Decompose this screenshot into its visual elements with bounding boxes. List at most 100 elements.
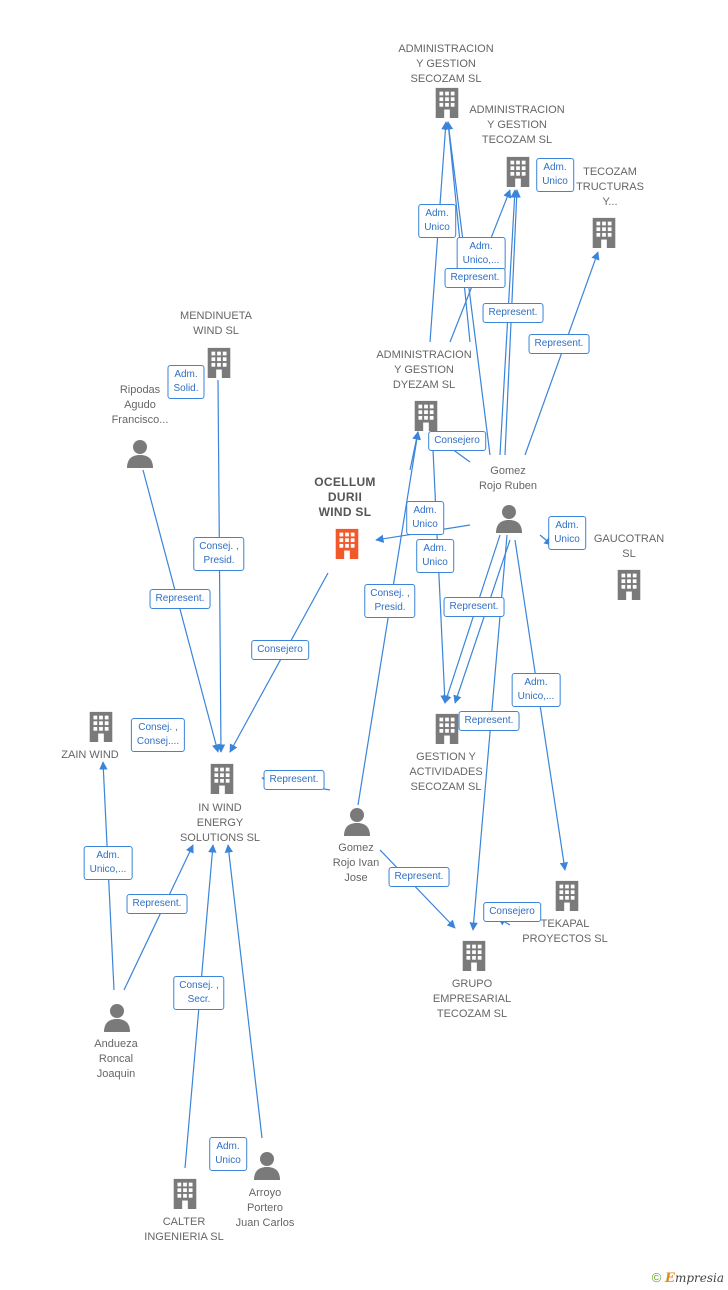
brand-initial: E [665, 1271, 675, 1286]
building-icon-ocellum[interactable] [335, 528, 359, 559]
node-label-line: Ripodas [119, 384, 161, 396]
relation-label-r15[interactable]: Represent. [443, 597, 505, 617]
relation-label-line: Unico [412, 519, 438, 530]
relation-label-r26[interactable]: Adm.Unico [209, 1137, 247, 1171]
relation-label-r11[interactable]: Adm.Unico [416, 539, 454, 573]
relation-label-r13[interactable]: Consej. , Presid. [364, 584, 416, 618]
relation-label-line: Represent. [394, 871, 444, 882]
building-icon-gestion-secozam[interactable] [435, 713, 459, 744]
building-icon-admin-tecozam[interactable] [506, 156, 530, 187]
relation-label-r18[interactable]: Consej. ,Consej.... [130, 718, 186, 752]
relation-label-r22[interactable]: Represent. [126, 894, 188, 914]
relation-edge [229, 572, 329, 753]
relation-label-r24[interactable]: Consejero [483, 902, 541, 922]
node-label-line: Roncal [98, 1053, 134, 1065]
building-icon-gaucotran[interactable] [617, 569, 641, 600]
relation-label-r4[interactable]: Represent. [444, 268, 506, 288]
relation-label-line: Adm. [543, 162, 567, 173]
relation-label-r7[interactable]: Adm.Solid. [167, 365, 205, 399]
relation-label-r17[interactable]: Adm.Unico,... [511, 673, 561, 707]
building-icon-grupo-tecozam[interactable] [462, 940, 486, 971]
node-label-line: GESTION Y [416, 751, 476, 763]
building-icon-in-wind[interactable] [210, 763, 234, 794]
relation-label-r2[interactable]: Adm.Unico [536, 158, 574, 192]
node-label-zain-wind[interactable]: ZAIN WIND [61, 748, 118, 763]
relation-label-r21[interactable]: Adm. Unico,... [83, 846, 133, 880]
node-label-line: ADMINISTRACION [398, 43, 494, 55]
relation-label-line: Presid. [374, 602, 406, 613]
relation-label-r20[interactable]: Represent. [263, 770, 325, 790]
relation-label-line: Represent. [534, 338, 584, 349]
relation-label-line: Presid. [203, 555, 235, 566]
node-label-line: INGENIERIA SL [144, 1231, 224, 1243]
relation-label-r5[interactable]: Represent. [482, 303, 544, 323]
node-label-line: DURII [327, 490, 363, 504]
building-icon-tecozam-estructuras[interactable] [592, 217, 616, 248]
building-icon-calter[interactable] [173, 1178, 197, 1209]
node-label-line: SECOZAM SL [410, 73, 482, 85]
relation-label-r3[interactable]: Adm.Unico,... [456, 237, 506, 271]
person-icon-gomez-ruben[interactable] [496, 505, 522, 533]
relation-label-r14[interactable]: Represent. [149, 589, 211, 609]
relation-label-line: Solid. [173, 383, 199, 394]
relation-label-r1[interactable]: Adm.Unico [418, 204, 456, 238]
node-label-line: Portero [246, 1202, 284, 1214]
building-icon-admin-dyezam[interactable] [414, 400, 438, 431]
node-label-line: MENDINUETA [180, 310, 252, 322]
relation-label-r6[interactable]: Represent. [528, 334, 590, 354]
relation-label-r12[interactable]: Consej. ,Presid. [193, 537, 245, 571]
node-label-line: TECOZAM SL [481, 134, 553, 146]
node-label-line: Rojo Ivan [332, 857, 380, 869]
person-icon-arroyo[interactable] [254, 1152, 280, 1180]
node-label-line: GAUCOTRAN [593, 533, 665, 545]
building-icon-admin-secozam[interactable] [435, 87, 459, 118]
relation-label-r25[interactable]: Consej. ,Secr. [173, 976, 225, 1010]
building-icon-tekapal[interactable] [555, 880, 579, 911]
person-icon-ripodas[interactable] [127, 440, 153, 468]
relation-label-line: Unico,... [89, 864, 127, 875]
relation-label-r10[interactable]: Adm.Unico [548, 516, 586, 550]
node-label-line: Gomez [338, 842, 374, 854]
node-label-line: Arroyo [248, 1187, 282, 1199]
relation-label-line: Consejero [434, 435, 480, 446]
relation-edge [123, 844, 194, 991]
relation-label-r9[interactable]: Adm.Unico [406, 501, 444, 535]
person-icon-gomez-ivan[interactable] [344, 808, 370, 836]
relation-label-line: Unico,... [517, 691, 555, 702]
node-label-line: ZAIN WIND [61, 749, 119, 761]
relation-label-r16[interactable]: Consejero [251, 640, 309, 660]
building-icon-mendinueta[interactable] [207, 347, 231, 378]
node-label-line: Rojo Ruben [478, 480, 538, 492]
relation-label-line: Adm. [96, 850, 120, 861]
relation-edge [432, 449, 449, 704]
relation-label-r8[interactable]: Consejero [428, 431, 486, 451]
relation-label-r19[interactable]: Represent. [458, 711, 520, 731]
relation-label-line: Unico [422, 557, 448, 568]
node-label-line: OCELLUM [314, 475, 376, 489]
person-icon-andueza[interactable] [104, 1004, 130, 1032]
building-icon-zain-wind[interactable] [89, 711, 113, 742]
icons-layer [89, 87, 641, 1209]
relation-label-line: Unico [215, 1155, 241, 1166]
relation-label-r23[interactable]: Represent. [388, 867, 450, 887]
empresia-brand[interactable]: © Empresia [652, 1270, 724, 1286]
relation-label-line: Consej. , [370, 588, 410, 599]
node-label-line: WIND SL [318, 505, 372, 519]
